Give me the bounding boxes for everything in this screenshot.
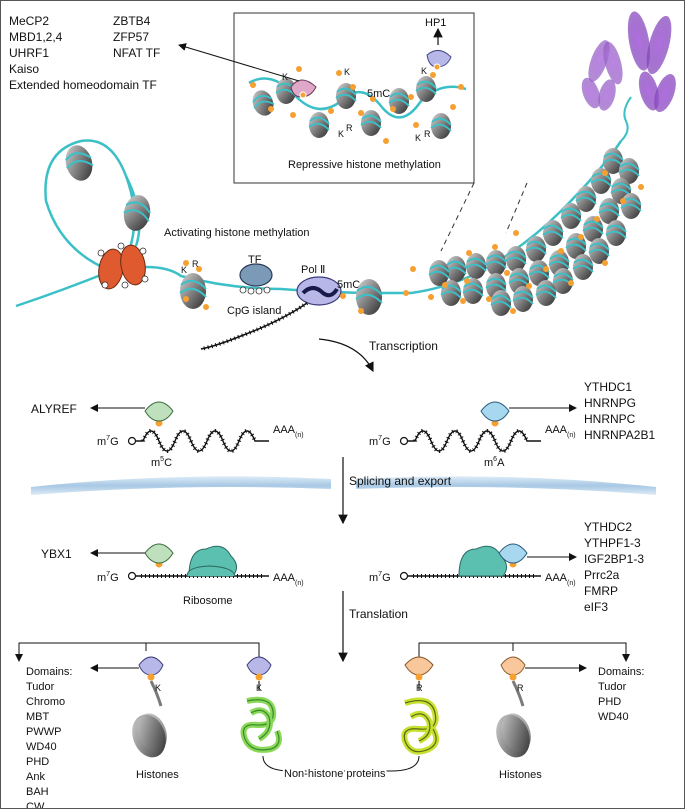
inset-r-label: R bbox=[346, 123, 353, 133]
polya-label-3: AAA(n) bbox=[273, 572, 304, 587]
domain-bah: BAH bbox=[26, 786, 49, 798]
reader-prrc2a: Prrc2a bbox=[584, 568, 620, 582]
left-histone-k-label: K bbox=[155, 683, 161, 693]
cap-label-2: m7G bbox=[369, 435, 391, 448]
non-histone-label: Non-histone proteins bbox=[284, 768, 386, 780]
inset-k-label-5: K bbox=[415, 133, 421, 143]
reader-ythdc2: YTHDC2 bbox=[584, 520, 632, 534]
cpg-island-label: CpG island bbox=[227, 305, 281, 317]
reader-hnrnpg: HNRNPG bbox=[584, 396, 636, 410]
reader-igf2bp: IGF2BP1-3 bbox=[584, 552, 644, 566]
inset-k-label-4: K bbox=[338, 129, 344, 139]
inset-5mc-label: 5mC bbox=[367, 88, 390, 100]
alyref-label: ALYREF bbox=[31, 402, 77, 416]
open-chromatin: K R TF CpG island Pol Ⅱ 5mC Activating h… bbox=[15, 139, 411, 351]
left-nonhistone-k-label: K bbox=[256, 683, 262, 693]
right-nonhistone-r-label: R bbox=[416, 683, 423, 693]
reader-fmrp: FMRP bbox=[584, 584, 618, 598]
transcription-label: Transcription bbox=[369, 339, 438, 353]
polya-label: AAA(n) bbox=[273, 424, 304, 439]
activating-k-label: K bbox=[181, 265, 187, 275]
activating-r-label: R bbox=[192, 259, 199, 269]
ribosome-label: Ribosome bbox=[183, 595, 233, 607]
reader-ythdc1: YTHDC1 bbox=[584, 380, 632, 394]
repressive-inset: HP1 5mC K K K K R K R Repressive histone… bbox=[233, 12, 475, 184]
right-domain-list: Domains: Tudor PHD WD40 bbox=[598, 666, 644, 723]
nuclear-membrane bbox=[31, 476, 656, 495]
tf-label: TF bbox=[248, 254, 262, 266]
protein-readers-right: R R Histones Domains: Tudor PHD WD40 bbox=[401, 642, 644, 781]
domain-wd40: WD40 bbox=[26, 741, 57, 753]
reader-kaiso: Kaiso bbox=[9, 62, 39, 76]
reader-ythdf: YTHPF1-3 bbox=[584, 536, 641, 550]
domain-pwwp: PWWP bbox=[26, 726, 61, 738]
inset-r-label-2: R bbox=[424, 129, 431, 139]
reader-nfat-tf: NFAT TF bbox=[113, 46, 160, 60]
nuclear-mrna-m6a: m7G AAA(n) m6A YTHDC1 HNRNPG HNRNPC HNRN… bbox=[369, 380, 655, 469]
right-histone-r-label: R bbox=[517, 683, 524, 693]
histones-left-label: Histones bbox=[136, 769, 179, 781]
inset-k-label-3: K bbox=[421, 66, 427, 76]
hp1-label: HP1 bbox=[425, 17, 446, 29]
activating-methylation-label: Activating histone methylation bbox=[164, 227, 310, 239]
reader-uhrf1: UHRF1 bbox=[9, 46, 49, 60]
dna-methylation-reader-list: MeCP2 MBD1,2,4 UHRF1 Kaiso Extended home… bbox=[9, 14, 160, 92]
ybx1-label: YBX1 bbox=[41, 547, 72, 561]
inset-title: Repressive histone methylation bbox=[288, 159, 441, 171]
polya-label-4: AAA(n) bbox=[545, 572, 576, 587]
domain-tudor: Tudor bbox=[26, 681, 55, 693]
reader-hnrnpc: HNRNPC bbox=[584, 412, 636, 426]
domain-mbt: MBT bbox=[26, 711, 50, 723]
pol-ii-label: Pol Ⅱ bbox=[301, 264, 325, 276]
cap-label-3: m7G bbox=[97, 571, 119, 584]
domain-cw: CW bbox=[26, 801, 45, 809]
chromatin-5mc-label: 5mC bbox=[337, 279, 360, 291]
reader-hnrnpa2b1: HNRNPA2B1 bbox=[584, 428, 655, 442]
right-domains-heading: Domains: bbox=[598, 666, 644, 678]
histones-right-label: Histones bbox=[499, 769, 542, 781]
right-domain-wd40: WD40 bbox=[598, 711, 629, 723]
right-domain-phd: PHD bbox=[598, 696, 621, 708]
cyto-mrna-left: m7G AAA(n) Ribosome YBX1 bbox=[41, 543, 304, 607]
left-domain-list: Domains: Tudor Chromo MBT PWWP WD40 PHD … bbox=[26, 666, 72, 809]
reader-homeodomain-tf: Extended homeodomain TF bbox=[9, 78, 157, 92]
domain-chromo: Chromo bbox=[26, 696, 65, 708]
cap-label-4: m7G bbox=[369, 571, 391, 584]
reader-zfp57: ZFP57 bbox=[113, 30, 149, 44]
reader-mbd: MBD1,2,4 bbox=[9, 30, 63, 44]
non-histone-bracket bbox=[262, 755, 420, 772]
m5c-label: m5C bbox=[151, 456, 172, 469]
reader-eif3: eIF3 bbox=[584, 600, 608, 614]
m6a-label: m6A bbox=[484, 456, 505, 469]
condensed-chromatin bbox=[410, 140, 644, 317]
right-domain-tudor: Tudor bbox=[598, 681, 627, 693]
reader-mecp2: MeCP2 bbox=[9, 14, 49, 28]
chromosome-icon bbox=[581, 11, 676, 142]
cyto-mrna-right: m7G AAA(n) YTHDC2 YTHPF1-3 IGF2BP1-3 Prr… bbox=[369, 520, 644, 614]
zoom-line-right bbox=[505, 182, 528, 234]
translation-label: Translation bbox=[349, 607, 408, 621]
transcription-arrow bbox=[318, 338, 374, 373]
left-domains-heading: Domains: bbox=[26, 666, 72, 678]
domain-phd: PHD bbox=[26, 756, 49, 768]
reader-zbtb4: ZBTB4 bbox=[113, 14, 151, 28]
splicing-label: Splicing and export bbox=[349, 474, 452, 488]
domain-ank: Ank bbox=[26, 771, 45, 783]
zoom-line-left bbox=[440, 182, 475, 252]
inset-k-label-2: K bbox=[344, 67, 350, 77]
protein-readers-left: K Histones K Domains: Tudor Chromo MBT P… bbox=[15, 642, 282, 809]
nuclear-mrna-m5c: m7G AAA(n) m5C ALYREF bbox=[31, 401, 304, 469]
cap-label: m7G bbox=[97, 435, 119, 448]
inset-to-readers-arrow bbox=[178, 43, 300, 82]
polya-label-2: AAA(n) bbox=[545, 424, 576, 439]
